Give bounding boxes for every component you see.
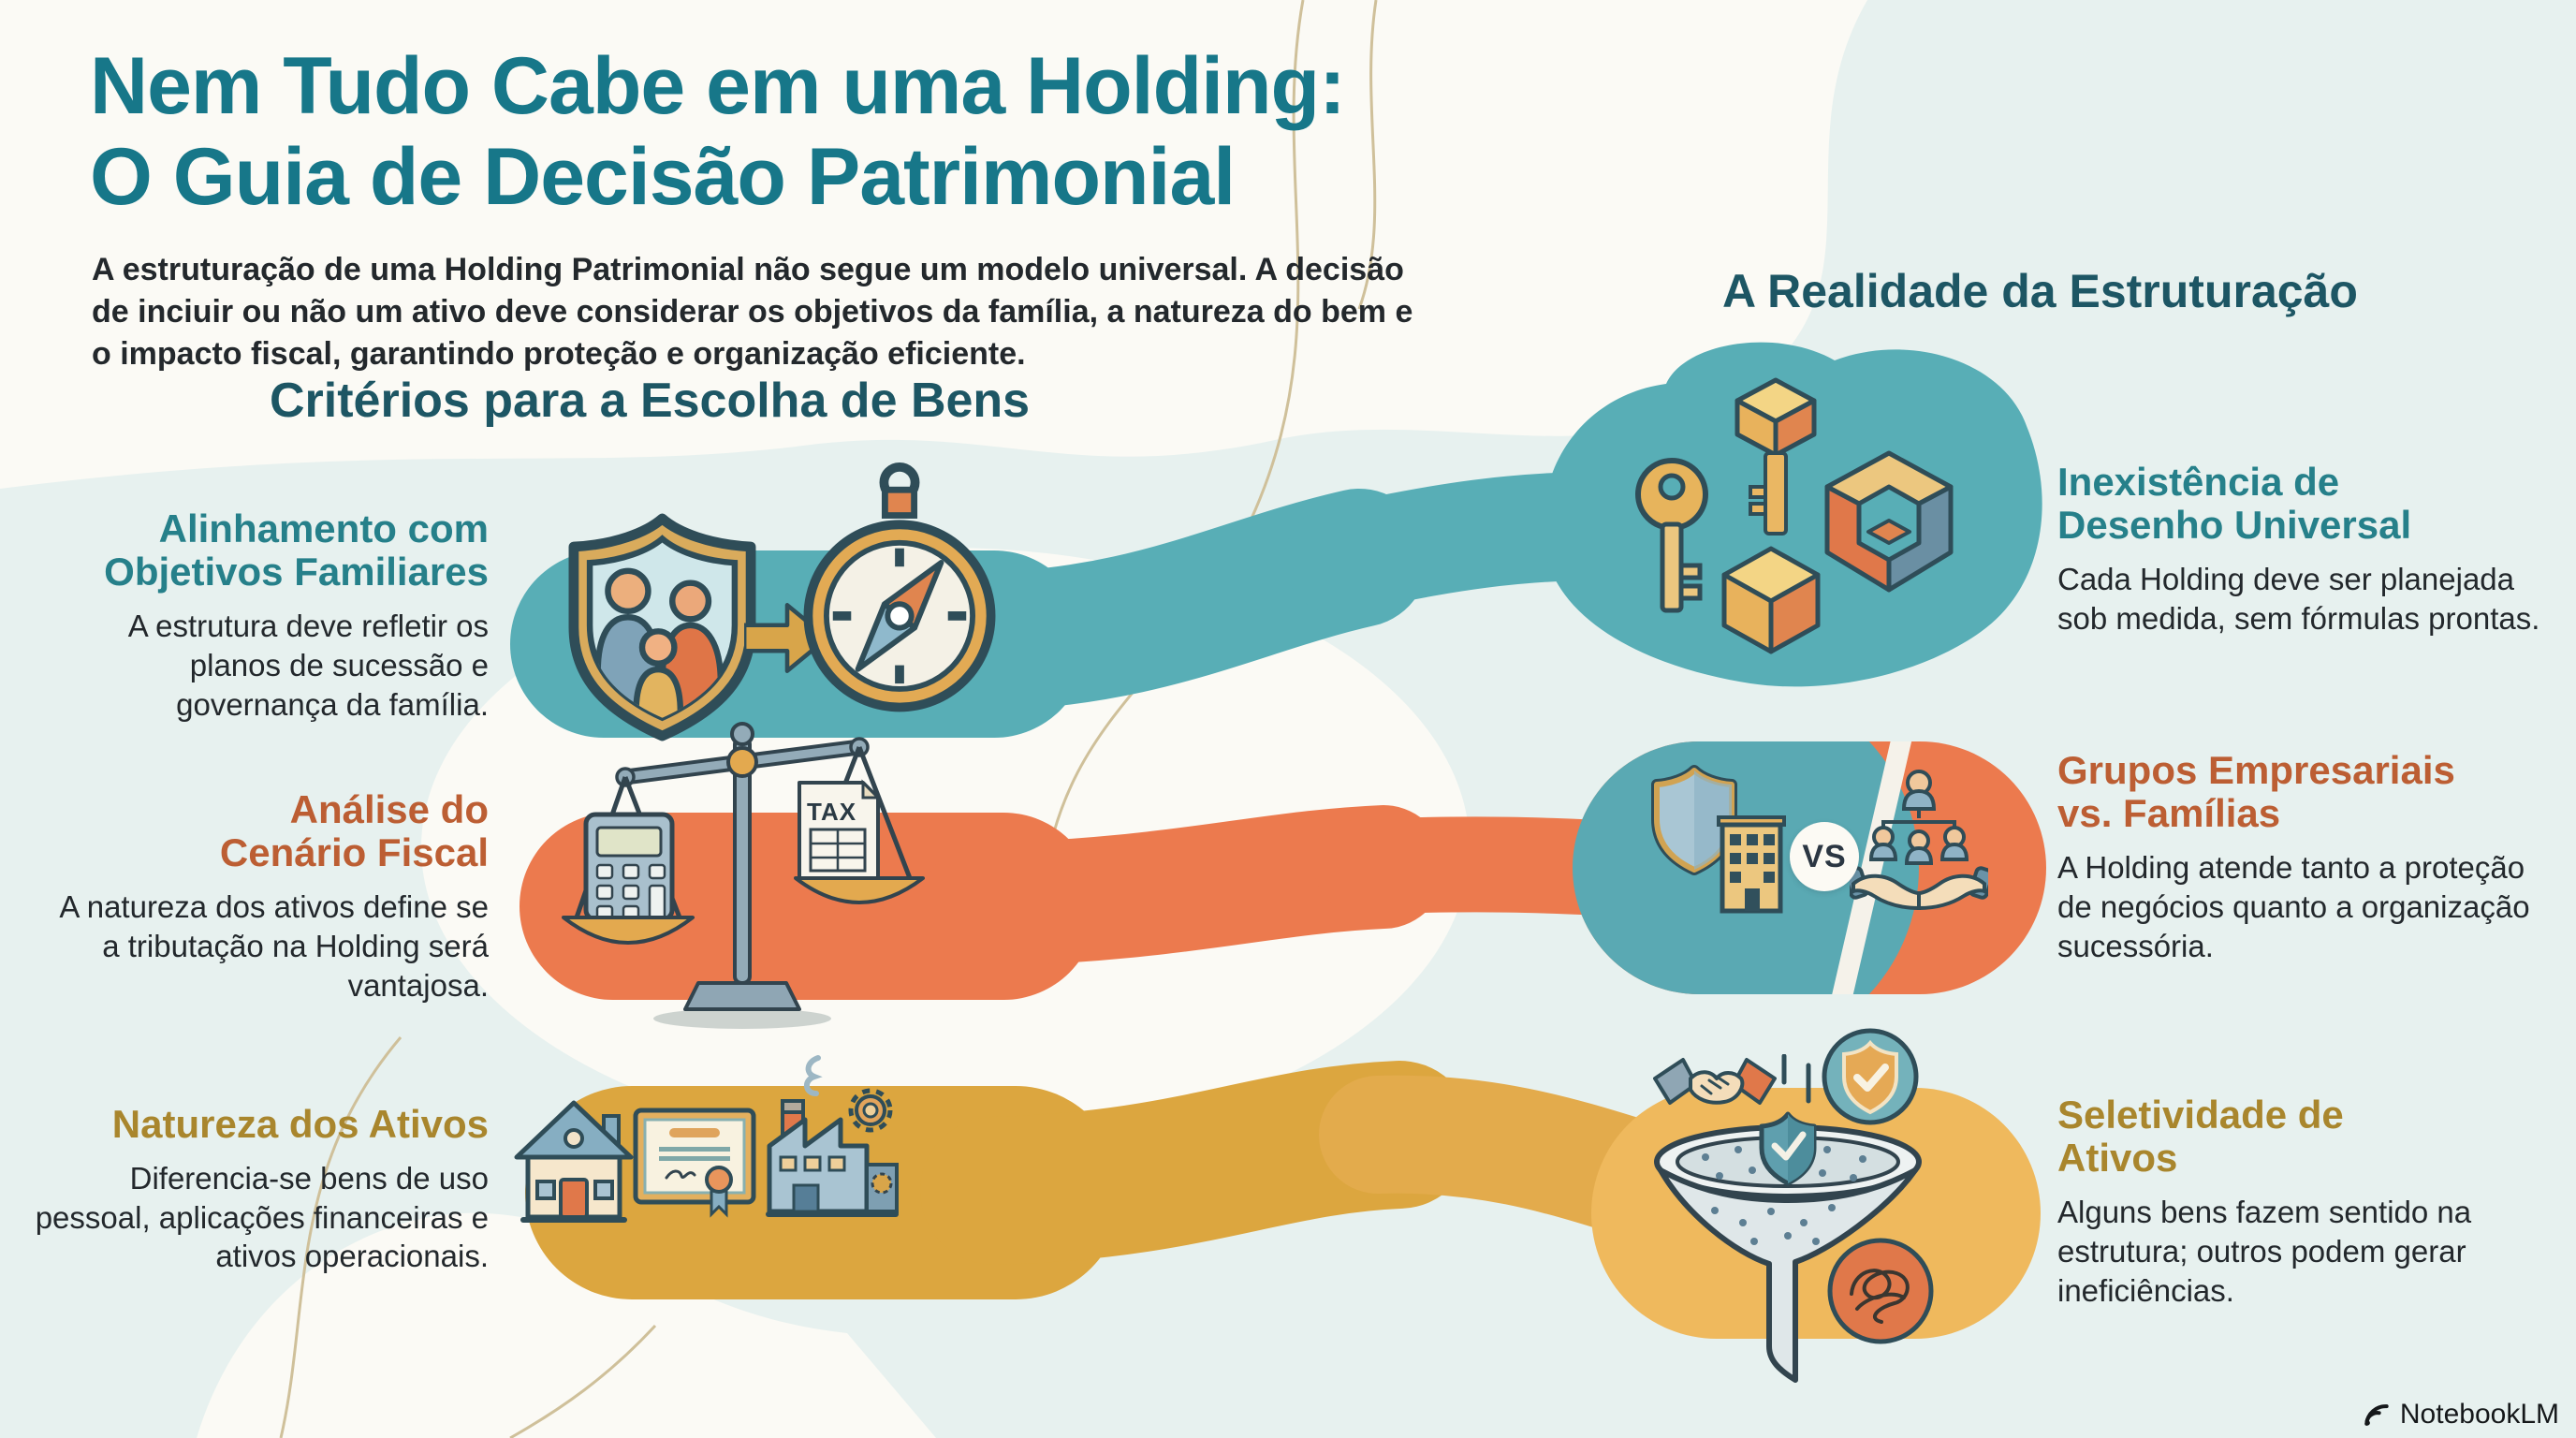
handshake-icon [1653, 1058, 1777, 1105]
reality-item-seletividade: Seletividade de Ativos Alguns bens fazem… [2057, 1093, 2570, 1310]
tax-label: TAX [807, 798, 856, 826]
footer-brand-label: NotebookLM [2399, 1399, 2559, 1430]
reality-item-title: Inexistência de Desenho Universal [2057, 460, 2412, 548]
shield-check-badge-icon [1822, 1028, 1919, 1125]
reality-item-grupos: Grupos Empresariais vs. Famílias A Holdi… [2057, 748, 2570, 965]
family-shield-icon [568, 513, 756, 741]
funnel-shield-check-icon [1759, 1111, 1817, 1186]
page-title-line2: O Guia de Decisão Patrimonial [90, 132, 1236, 223]
falling-lines-icon [1781, 1054, 1811, 1104]
criteria-item-alinhamento: Alinhamento com Objetivos Familiares A e… [37, 506, 489, 724]
notebooklm-logo-icon [2364, 1404, 2389, 1426]
reality-item-description: Cada Holding deve ser planejada sob medi… [2057, 562, 2540, 636]
family-network-hands-icon [1850, 770, 1988, 911]
vs-label: VS [1802, 838, 1847, 874]
compass-icon [803, 462, 996, 712]
reality-item-inexistencia: Inexistência de Desenho Universal Cada H… [2057, 460, 2570, 638]
criteria-item-description: A estrutura deve refletir os planos de s… [127, 609, 489, 722]
page-title-line1: Nem Tudo Cabe em uma Holding: [90, 41, 1346, 131]
page-title: Nem Tudo Cabe em uma Holding: O Guia de … [90, 41, 1346, 223]
reality-item-description: Alguns bens fazem sentido na estrutura; … [2057, 1195, 2472, 1308]
funnel-icon [1654, 1111, 1922, 1383]
reality-item-title: Seletividade de Ativos [2057, 1093, 2344, 1181]
key-3d-icon [1734, 377, 1817, 536]
reality-item-description: A Holding atende tanto a proteção de neg… [2057, 850, 2530, 963]
criteria-item-title: Análise do Cenário Fiscal [219, 787, 489, 875]
abstract-cube-icon [1824, 450, 1954, 593]
tangle-icon [1827, 1238, 1934, 1344]
balance-scale-icon: TAX [562, 722, 925, 1029]
white-blob-top [0, 0, 1867, 489]
criteria-item-fiscal: Análise do Cenário Fiscal A natureza dos… [37, 787, 489, 1005]
criteria-item-description: A natureza dos ativos define se a tribut… [59, 889, 489, 1003]
smoke-icon [804, 1055, 823, 1096]
gear-icon [848, 1088, 893, 1133]
criteria-section-heading: Critérios para a Escolha de Bens [270, 374, 1031, 428]
key-icon [1635, 458, 1708, 613]
calculator-icon [583, 812, 675, 922]
reality-section-heading: A Realidade da Estruturação [1722, 265, 2358, 317]
white-blob-bottom [197, 1212, 936, 1438]
house-icon [514, 1100, 634, 1223]
shield-building-icon [1651, 765, 1786, 914]
intro-paragraph: A estruturação de uma Holding Patrimonia… [92, 252, 1413, 373]
criteria-item-title: Natureza dos Ativos [111, 1102, 489, 1146]
cube-icon [1721, 546, 1821, 654]
factory-icon [766, 1055, 899, 1217]
funnel-dots [1702, 1146, 1866, 1245]
reality-item-title: Grupos Empresariais vs. Famílias [2057, 748, 2455, 836]
certificate-icon [633, 1108, 756, 1218]
tax-document-icon: TAX [798, 779, 882, 882]
footer-brand: NotebookLM [2362, 1399, 2559, 1431]
scale-shadow [653, 1008, 831, 1029]
criteria-item-description: Diferencia-se bens de uso pessoal, aplic… [35, 1161, 489, 1274]
criteria-item-natureza: Natureza dos Ativos Diferencia-se bens d… [19, 1102, 489, 1276]
vs-badge: VS [1790, 822, 1859, 891]
criteria-item-title: Alinhamento com Objetivos Familiares [104, 506, 489, 594]
